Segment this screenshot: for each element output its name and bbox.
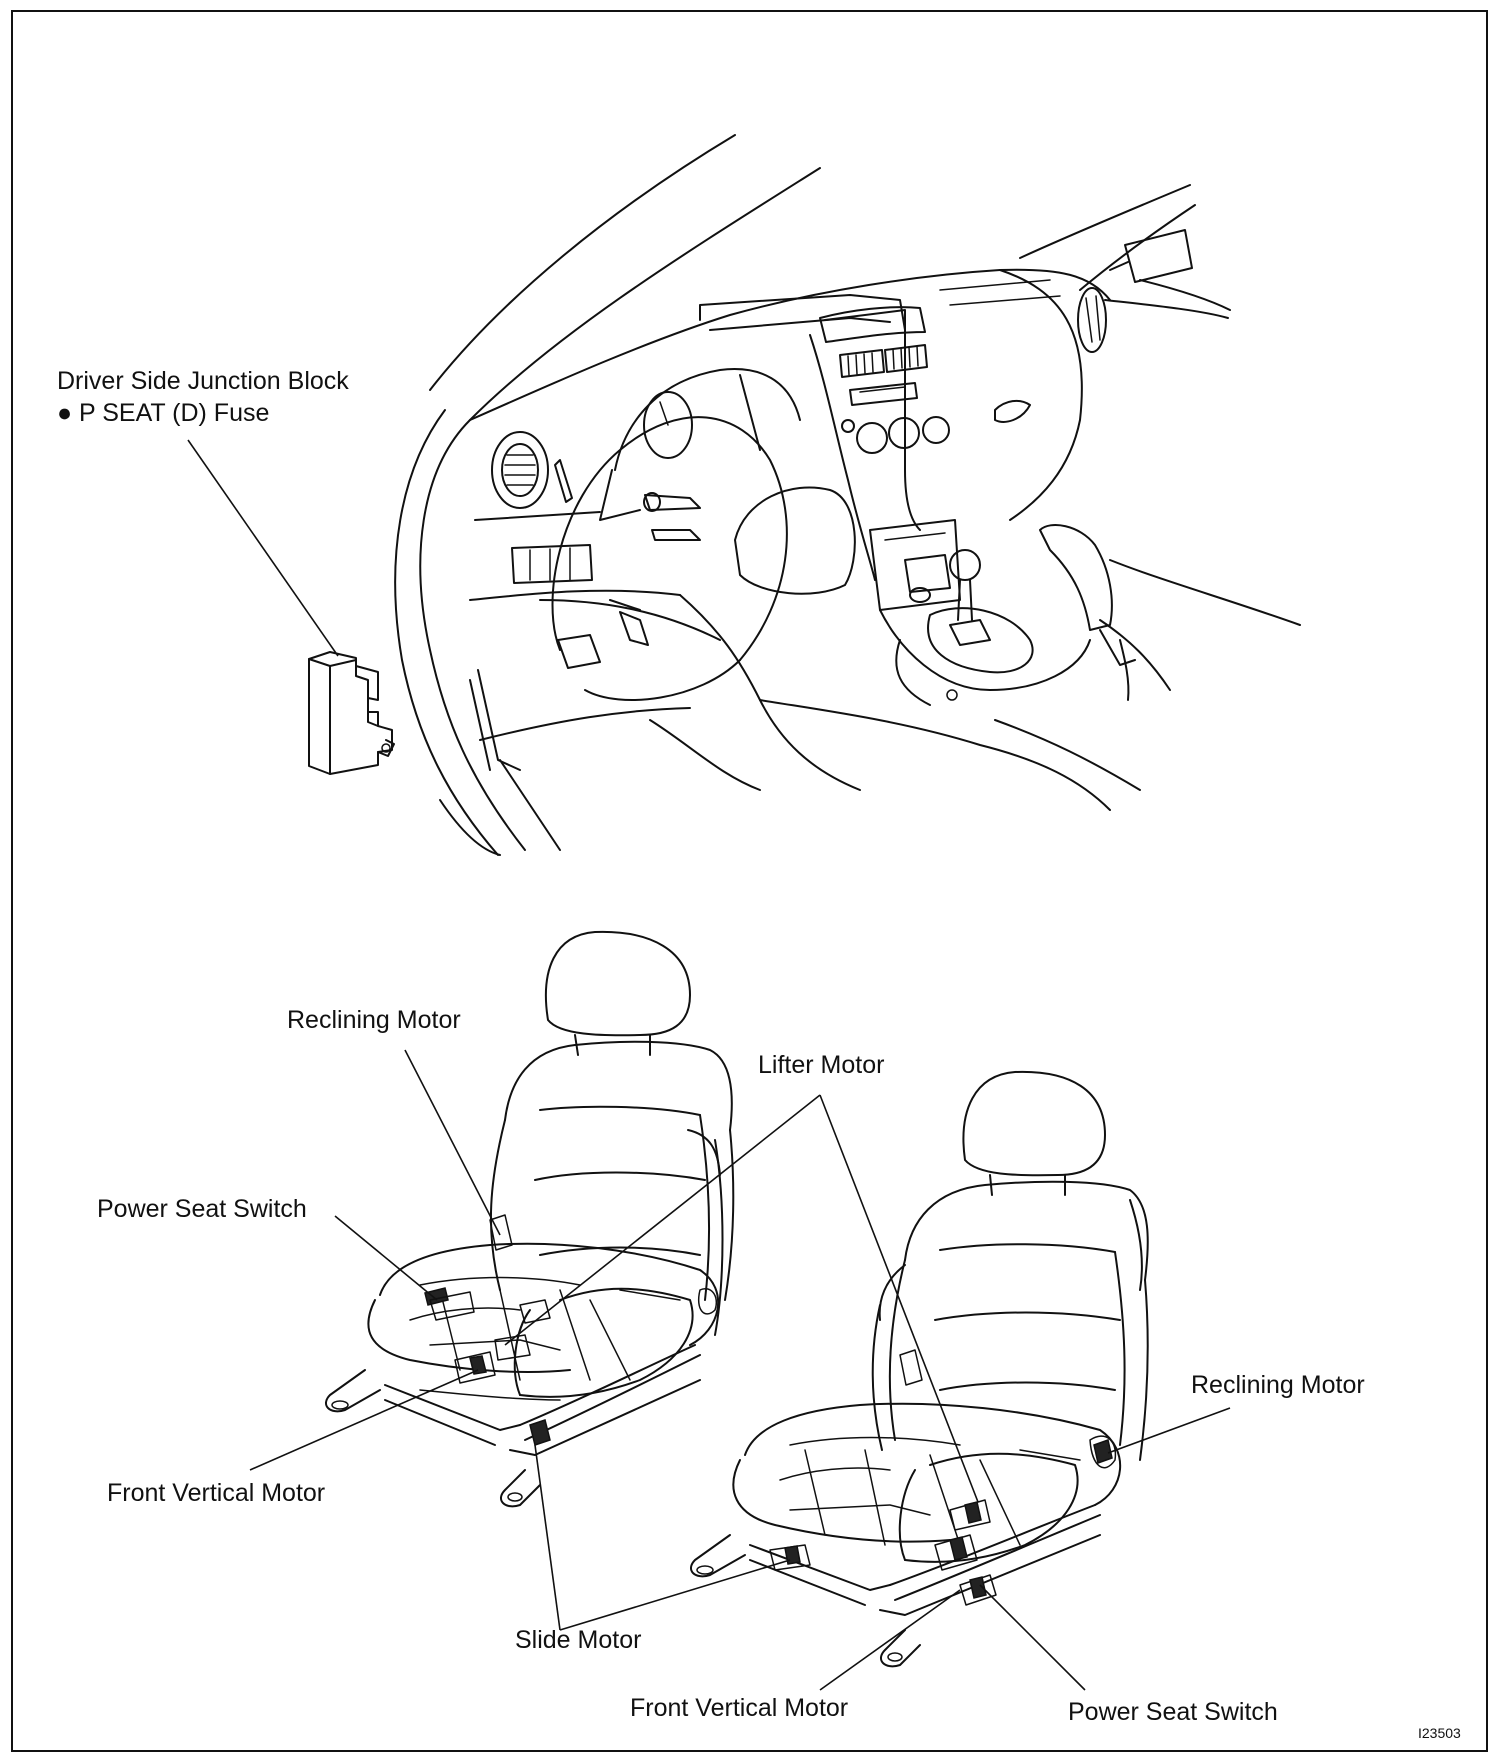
figure-code: I23503 (1418, 1725, 1461, 1741)
label-p-seat-fuse: ● P SEAT (D) Fuse (57, 399, 270, 427)
right-seat-illustration (690, 1070, 1149, 1668)
label-slide-motor: Slide Motor (515, 1626, 642, 1654)
label-reclining-motor-left: Reclining Motor (287, 1006, 461, 1034)
diagram-frame (11, 10, 1488, 1752)
label-lifter-motor: Lifter Motor (758, 1051, 885, 1079)
leader-lines (187, 439, 1231, 1691)
label-power-seat-switch-right: Power Seat Switch (1068, 1698, 1278, 1726)
label-front-vertical-motor-right: Front Vertical Motor (630, 1694, 849, 1722)
junction-block-illustration (308, 651, 395, 775)
dashboard-illustration (394, 134, 1301, 856)
label-junction-block: Driver Side Junction Block (57, 367, 349, 395)
label-power-seat-switch-left: Power Seat Switch (97, 1195, 307, 1223)
label-reclining-motor-right: Reclining Motor (1191, 1371, 1365, 1399)
left-seat-illustration (325, 930, 735, 1508)
label-front-vertical-motor-left: Front Vertical Motor (107, 1479, 326, 1507)
